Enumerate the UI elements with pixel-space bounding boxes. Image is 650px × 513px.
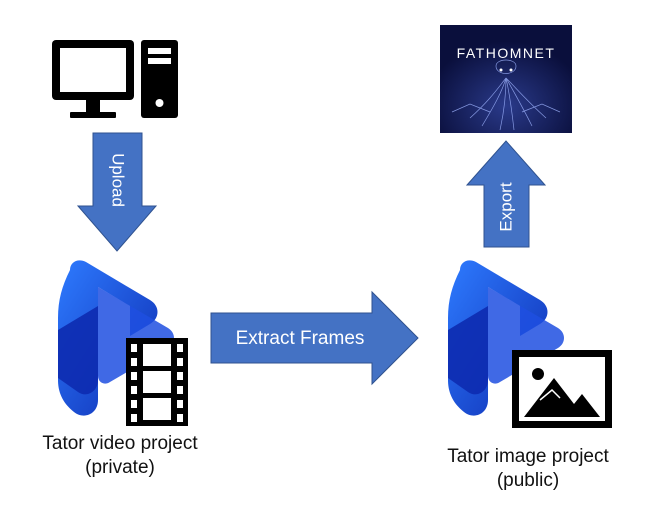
fathomnet-logo: FATHOMNET bbox=[440, 25, 572, 133]
extract-frames-label: Extract Frames bbox=[236, 328, 365, 349]
tator-logo-video bbox=[58, 260, 174, 416]
export-label: Export bbox=[496, 182, 515, 231]
image-landscape-icon bbox=[512, 350, 612, 428]
video-caption-line1: Tator video project bbox=[42, 433, 198, 454]
tator-logo-image bbox=[448, 260, 564, 416]
desktop-computer-icon bbox=[52, 40, 178, 118]
video-project-caption: Tator video project (private) bbox=[20, 432, 220, 480]
image-project-caption: Tator image project (public) bbox=[428, 445, 628, 493]
film-strip-icon bbox=[126, 338, 188, 426]
fathomnet-wordmark: FATHOMNET bbox=[457, 45, 556, 61]
export-arrow bbox=[465, 140, 547, 248]
upload-arrow bbox=[76, 132, 158, 252]
video-caption-line2: (private) bbox=[85, 457, 155, 478]
image-caption-line1: Tator image project bbox=[447, 446, 609, 467]
extract-frames-arrow bbox=[210, 290, 419, 386]
upload-label: Upload bbox=[109, 153, 128, 207]
image-caption-line2: (public) bbox=[496, 470, 560, 491]
